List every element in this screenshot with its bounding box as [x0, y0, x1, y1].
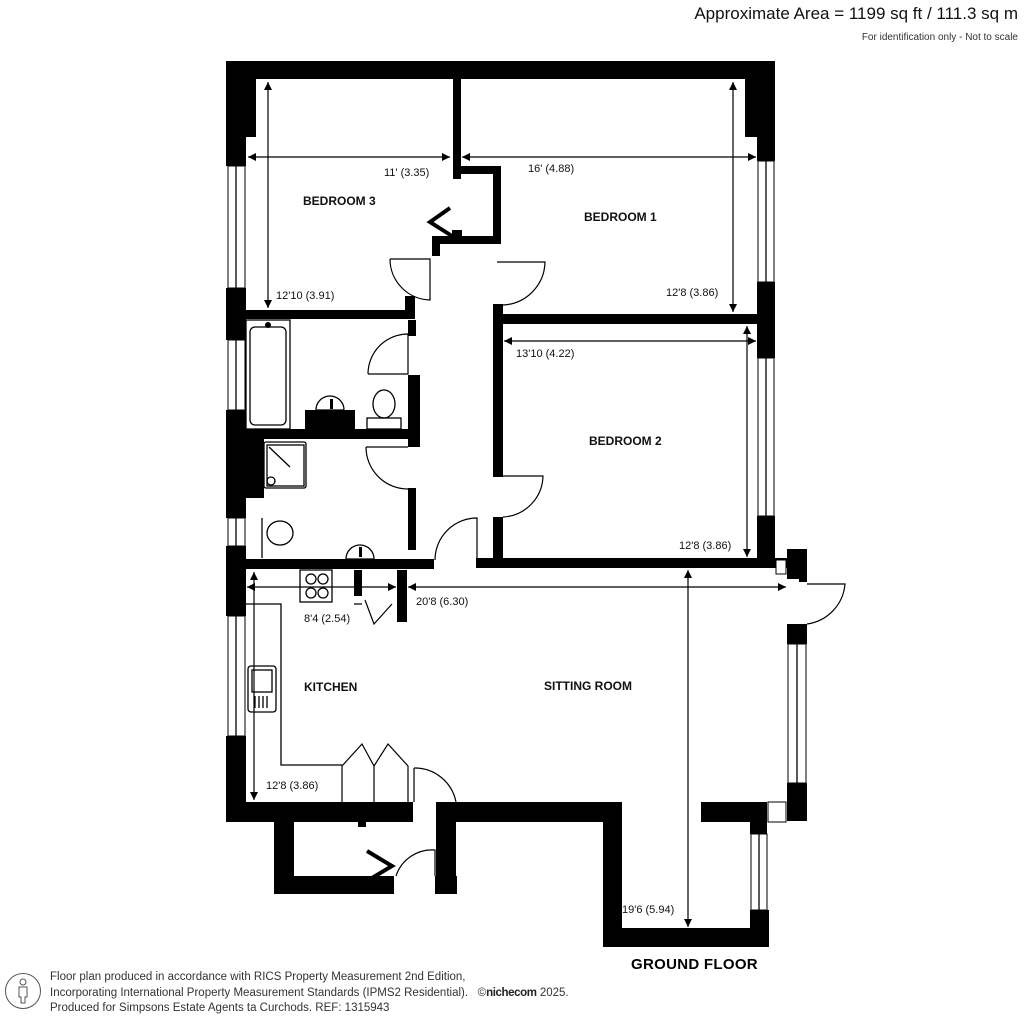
walls — [226, 61, 807, 947]
bedroom-2-length: 12'8 (3.86) — [679, 540, 731, 552]
bedroom-1-length: 12'8 (3.86) — [666, 287, 718, 299]
approximate-area: Approximate Area = 1199 sq ft / 111.3 sq… — [694, 4, 1018, 23]
dimension-lines — [247, 82, 786, 927]
interior-walls — [246, 79, 787, 622]
room-label-bedroom-2: BEDROOM 2 — [589, 434, 662, 448]
footer-line-3: Produced for Simpsons Estate Agents ta C… — [50, 1002, 390, 1014]
footer-credits: Floor plan produced in accordance with R… — [50, 970, 569, 1017]
copyright-year: 2025. — [539, 986, 569, 999]
bedroom-1-width: 16' (4.88) — [528, 163, 574, 175]
kitchen-width: 8'4 (2.54) — [304, 613, 350, 625]
footer-line-2: Incorporating International Property Mea… — [50, 986, 569, 1002]
floor-name: GROUND FLOOR — [631, 956, 758, 973]
sitting-room-length: 19'6 (5.94) — [622, 904, 674, 916]
room-label-bedroom-3: BEDROOM 3 — [303, 194, 376, 208]
bedroom-3-width: 11' (3.35) — [384, 167, 429, 179]
room-label-sitting-room: SITTING ROOM — [544, 679, 632, 693]
doors — [341, 206, 846, 883]
sitting-room-width: 20'8 (6.30) — [416, 596, 468, 608]
bedroom-2-width: 13'10 (4.22) — [516, 348, 574, 360]
scale-disclaimer: For identification only - Not to scale — [861, 32, 1018, 43]
footer-standards: Incorporating International Property Mea… — [50, 986, 469, 999]
brand-logo: nichecom — [486, 986, 537, 999]
fixtures — [245, 319, 402, 766]
bedroom-3-length: 12'10 (3.91) — [276, 290, 334, 302]
footer-line-1: Floor plan produced in accordance with R… — [50, 971, 466, 983]
room-label-bedroom-1: BEDROOM 1 — [584, 210, 657, 224]
copyright-symbol: © — [477, 986, 487, 999]
windows — [227, 160, 807, 911]
room-label-kitchen: KITCHEN — [304, 680, 357, 694]
kitchen-length: 12'8 (3.86) — [266, 780, 318, 792]
person-icon — [5, 973, 41, 1009]
